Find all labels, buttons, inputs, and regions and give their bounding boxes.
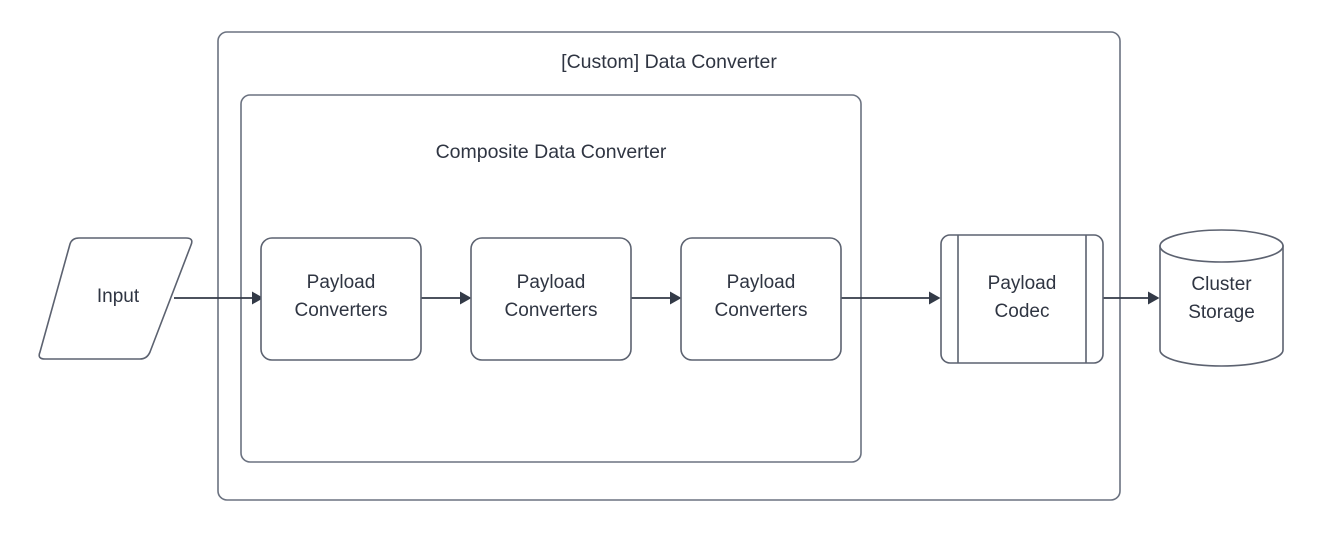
node-input-shape bbox=[38, 237, 193, 360]
edge-pc2-to-pc3[interactable] bbox=[631, 291, 682, 305]
node-payload-converters-2-label-line1: Payload bbox=[517, 272, 586, 293]
node-payload-converters-1-shape bbox=[260, 237, 422, 361]
node-input-label: Input bbox=[97, 286, 140, 307]
container-custom-data-converter-label: [Custom] Data Converter bbox=[561, 51, 777, 73]
node-payload-converters-2[interactable]: Payload Converters bbox=[470, 237, 632, 361]
container-composite-data-converter[interactable]: Composite Data Converter bbox=[240, 94, 862, 463]
node-cluster-storage-label-line1: Cluster bbox=[1191, 274, 1252, 295]
node-payload-converters-1[interactable]: Payload Converters bbox=[260, 237, 422, 361]
edge-codec-to-storage[interactable] bbox=[1103, 291, 1160, 305]
node-cluster-storage-label-line2: Storage bbox=[1188, 302, 1255, 323]
node-payload-converters-2-shape bbox=[470, 237, 632, 361]
edge-input-to-pc1[interactable] bbox=[174, 291, 264, 305]
node-payload-converters-3-label-line1: Payload bbox=[727, 272, 796, 293]
edge-pc3-to-codec-arrowhead bbox=[929, 291, 941, 305]
edge-codec-to-storage-arrowhead bbox=[1148, 291, 1160, 305]
node-payload-codec-label-line1: Payload bbox=[988, 273, 1057, 294]
edge-input-to-pc1-arrowhead bbox=[252, 291, 264, 305]
node-payload-converters-1-label-line2: Converters bbox=[295, 300, 388, 321]
node-input[interactable]: Input bbox=[38, 237, 193, 360]
node-payload-converters-3-label-line2: Converters bbox=[715, 300, 808, 321]
node-payload-converters-3[interactable]: Payload Converters bbox=[680, 237, 842, 361]
container-composite-data-converter-box bbox=[240, 94, 862, 463]
node-cluster-storage-top-ellipse bbox=[1159, 229, 1284, 263]
node-cluster-storage-body bbox=[1159, 245, 1284, 367]
container-custom-data-converter-box bbox=[217, 31, 1121, 501]
node-payload-converters-3-shape bbox=[680, 237, 842, 361]
node-payload-codec-shape bbox=[940, 234, 1104, 364]
container-composite-data-converter-label: Composite Data Converter bbox=[436, 141, 667, 163]
node-payload-converters-2-label-line2: Converters bbox=[505, 300, 598, 321]
edge-pc2-to-pc3-arrowhead bbox=[670, 291, 682, 305]
edge-pc1-to-pc2-arrowhead bbox=[460, 291, 472, 305]
node-cluster-storage[interactable]: Cluster Storage bbox=[1159, 229, 1284, 367]
edge-pc3-to-codec[interactable] bbox=[841, 291, 941, 305]
node-payload-converters-1-label-line1: Payload bbox=[307, 272, 376, 293]
container-custom-data-converter[interactable]: [Custom] Data Converter bbox=[217, 31, 1121, 501]
node-payload-codec-label-line2: Codec bbox=[995, 301, 1050, 322]
edge-pc1-to-pc2[interactable] bbox=[421, 291, 472, 305]
node-payload-codec[interactable]: Payload Codec bbox=[940, 234, 1104, 364]
